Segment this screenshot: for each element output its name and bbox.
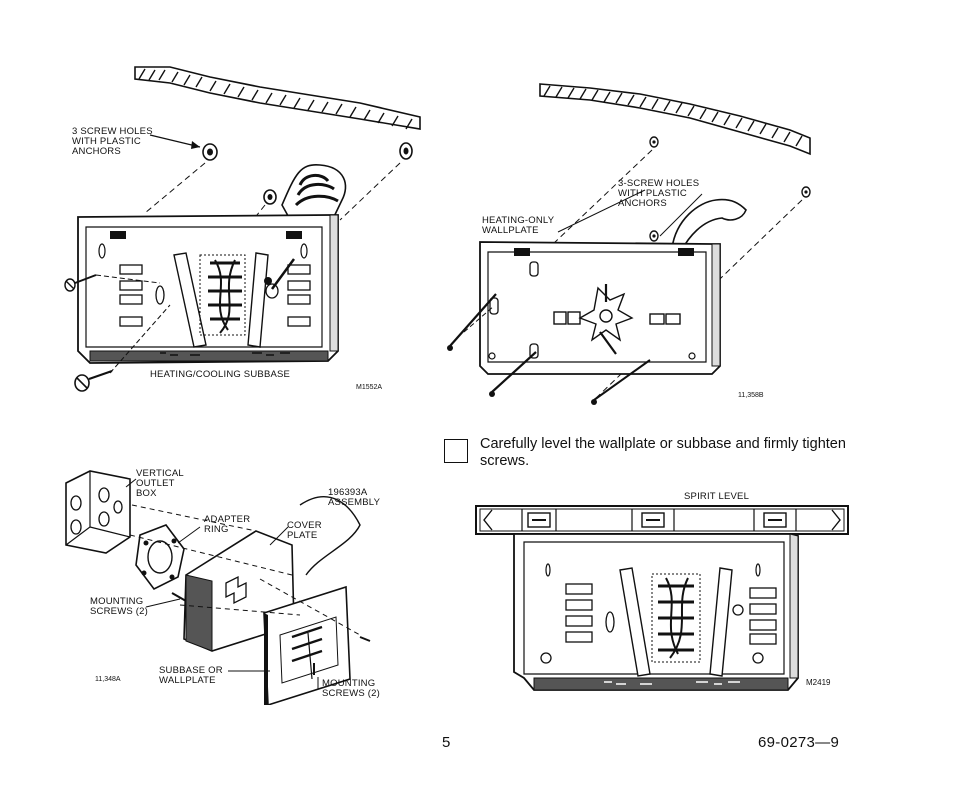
subbase-plate [77, 214, 339, 364]
instruction-text: Carefully level the wallplate or subbase… [480, 436, 846, 469]
plastic-anchor-icon [399, 142, 413, 160]
label-screw-holes: 3 SCREW HOLES WITH PLASTIC ANCHORS [72, 126, 153, 157]
adapter-ring [135, 524, 185, 591]
wallplate [479, 241, 721, 375]
wire-bundle [281, 164, 347, 226]
caption-heating-cooling-subbase: HEATING/COOLING SUBBASE [150, 369, 291, 380]
figure-heating-cooling-subbase [64, 66, 421, 392]
figure-code: 11,358B [738, 392, 764, 399]
step-checkbox[interactable] [444, 439, 468, 463]
wire [299, 496, 361, 576]
plastic-anchor-icon [202, 143, 218, 161]
label-mounting-screws: MOUNTING SCREWS (2) [90, 596, 148, 617]
label-cover-plate: COVER PLATE [287, 520, 322, 541]
screw-icon [64, 274, 97, 292]
page-number: 5 [442, 734, 451, 751]
screw-icon [74, 370, 113, 392]
screw-icon [491, 351, 537, 393]
label-mounting-screws: MOUNTING SCREWS (2) [322, 678, 380, 699]
label-screw-holes: 3-SCREW HOLES WITH PLASTIC ANCHORS [618, 178, 700, 209]
label-heating-only-wallplate: HEATING-ONLY WALLPLATE [482, 215, 555, 236]
label-spirit-level: SPIRIT LEVEL [684, 491, 750, 502]
figure-outlet-box-assembly [65, 470, 371, 705]
figure-code: M2419 [806, 678, 831, 687]
wire-bundle [671, 198, 747, 251]
outlet-box [65, 470, 131, 554]
label-adapter-ring: ADAPTER RING [204, 514, 251, 535]
screw-icon [359, 636, 371, 642]
figure-code: M1552A [356, 384, 383, 391]
screw-icon [449, 293, 497, 347]
wall-edge [134, 66, 421, 130]
subbase-plate [263, 585, 351, 705]
plastic-anchor-icon [801, 186, 811, 198]
figure-code: 11,348A [95, 676, 121, 683]
plastic-anchor-icon [263, 189, 277, 205]
label-vertical-outlet-box: VERTICAL OUTLET BOX [136, 468, 184, 499]
label-assembly: 196393A ASSEMBLY [328, 487, 381, 508]
subbase-plate [513, 533, 799, 691]
plastic-anchor-icon [649, 230, 659, 242]
figure-heating-only-wallplate [447, 83, 811, 405]
spirit-level [475, 505, 849, 535]
document-number: 69-0273—9 [758, 734, 840, 751]
screw-icon [270, 258, 296, 290]
wall-edge [539, 83, 811, 156]
label-subbase-or-wallplate: SUBBASE OR WALLPLATE [159, 665, 223, 686]
plastic-anchor-icon [649, 136, 659, 148]
screw-icon [171, 592, 187, 602]
screw-icon [593, 359, 651, 401]
figure-spirit-level [475, 505, 849, 691]
